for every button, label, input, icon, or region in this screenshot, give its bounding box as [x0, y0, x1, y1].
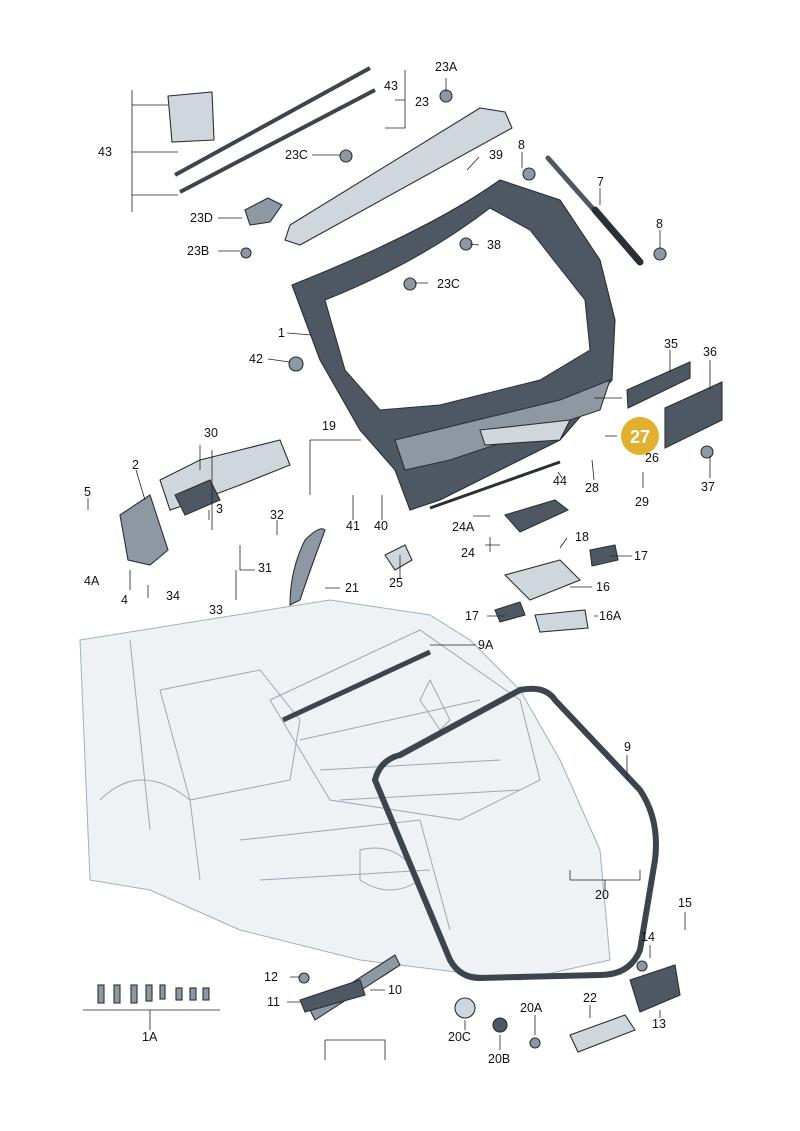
spoiler-rail-upper	[174, 66, 371, 177]
washer-20b	[492, 1017, 508, 1033]
label-15: 15	[678, 896, 692, 910]
label-9: 9	[624, 740, 631, 754]
label-41: 41	[346, 519, 360, 533]
label-28: 28	[585, 481, 599, 495]
label-16: 16	[596, 580, 610, 594]
screw-set-1a	[97, 984, 210, 1004]
label-25: 25	[389, 576, 403, 590]
label-11: 11	[267, 995, 280, 1009]
label-17b: 17	[634, 549, 648, 563]
label-39: 39	[489, 148, 503, 162]
bracket-23d	[244, 197, 283, 226]
label-17a: 17	[465, 609, 479, 623]
cover-25	[384, 544, 413, 571]
spoiler-rail-lower	[179, 88, 376, 194]
part-labels: 1 1A 2 3 4 4A 5 7 8 8 9 9A 10 11 12 13 1…	[84, 60, 717, 1066]
label-23b: 23B	[187, 244, 209, 258]
leader-lines	[83, 70, 711, 1060]
tailgate-panel	[291, 179, 616, 511]
fastener-group	[240, 89, 714, 459]
label-7: 7	[597, 175, 604, 189]
label-20a: 20A	[520, 1001, 543, 1015]
clip-14	[636, 960, 648, 972]
label-43-top: 43	[384, 79, 398, 93]
label-2: 2	[132, 458, 139, 472]
rear-spoiler	[284, 107, 513, 246]
label-8b: 8	[656, 217, 663, 231]
label-33: 33	[209, 603, 223, 617]
trim-strip-44	[429, 460, 561, 510]
label-23c-window: 23C	[437, 277, 460, 291]
label-10: 10	[388, 983, 402, 997]
label-23a: 23A	[435, 60, 458, 74]
label-23: 23	[415, 95, 429, 109]
label-3: 3	[216, 502, 223, 516]
label-13: 13	[652, 1017, 666, 1031]
label-23d: 23D	[190, 211, 213, 225]
handle-22	[569, 1014, 636, 1053]
lamp-17a	[494, 601, 526, 623]
trim-handle-21	[289, 528, 326, 606]
label-30: 30	[204, 426, 218, 440]
clip-12	[298, 972, 310, 984]
label-8a: 8	[518, 138, 525, 152]
label-23c-top: 23C	[285, 148, 308, 162]
bushing-20c	[454, 997, 476, 1019]
label-5: 5	[84, 485, 91, 499]
label-21: 21	[345, 581, 359, 595]
label-27: 27	[630, 427, 650, 447]
highlight-badge-27	[621, 417, 659, 455]
clip-20a	[529, 1037, 541, 1049]
label-32: 32	[270, 508, 284, 522]
label-31: 31	[258, 561, 272, 575]
label-12: 12	[264, 970, 278, 984]
label-19: 19	[322, 419, 336, 433]
tailgate-seal	[371, 685, 659, 982]
label-40: 40	[374, 519, 388, 533]
vehicle-rear-body	[79, 599, 611, 981]
label-26: 26	[645, 451, 659, 465]
label-29: 29	[635, 495, 649, 509]
label-4a: 4A	[84, 574, 100, 588]
label-24a: 24A	[452, 520, 475, 534]
seal-strip-9a	[281, 649, 432, 723]
lamp-17b	[589, 544, 619, 567]
label-22: 22	[583, 991, 597, 1005]
label-37: 37	[701, 480, 715, 494]
label-14: 14	[641, 930, 655, 944]
label-42: 42	[249, 352, 263, 366]
parts-bag	[167, 91, 215, 143]
label-43-left: 43	[98, 145, 112, 159]
label-34: 34	[166, 589, 180, 603]
label-4: 4	[121, 593, 128, 607]
label-9a: 9A	[478, 638, 494, 652]
label-36: 36	[703, 345, 717, 359]
hinge-assembly	[119, 439, 291, 566]
label-38: 38	[487, 238, 501, 252]
label-1: 1	[278, 326, 285, 340]
label-35: 35	[664, 337, 678, 351]
lock-13	[629, 964, 681, 1013]
label-44: 44	[553, 474, 567, 488]
label-20c: 20C	[448, 1030, 471, 1044]
handle-24	[504, 499, 570, 533]
lamp-16	[503, 559, 581, 601]
plate-35	[626, 361, 691, 409]
label-16a: 16A	[599, 609, 622, 623]
lamp-16a-lens	[534, 609, 589, 633]
label-24: 24	[461, 546, 475, 560]
label-20b: 20B	[488, 1052, 510, 1066]
bracket-11	[299, 979, 366, 1013]
plate-36	[664, 381, 723, 449]
label-20: 20	[595, 888, 609, 902]
label-18: 18	[575, 530, 589, 544]
label-1a: 1A	[142, 1030, 158, 1044]
